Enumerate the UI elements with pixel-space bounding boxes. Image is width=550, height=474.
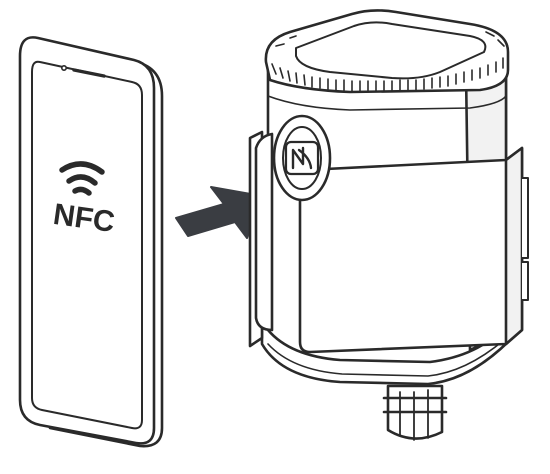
- top-cap-inner: [295, 21, 487, 80]
- cap-ridges: [271, 31, 505, 92]
- bracket-band: [254, 132, 274, 332]
- sensor-device: [248, 9, 529, 441]
- cable-gland: [382, 384, 448, 441]
- strap-edge: [504, 146, 524, 346]
- phone-screen: [31, 60, 143, 430]
- nfc-wave-icon: [59, 161, 105, 196]
- phone-camera: [60, 65, 67, 72]
- phone-earpiece: [72, 68, 106, 78]
- smartphone: [18, 36, 164, 448]
- strap-band: [298, 146, 524, 354]
- n-mark-icon: [291, 146, 313, 170]
